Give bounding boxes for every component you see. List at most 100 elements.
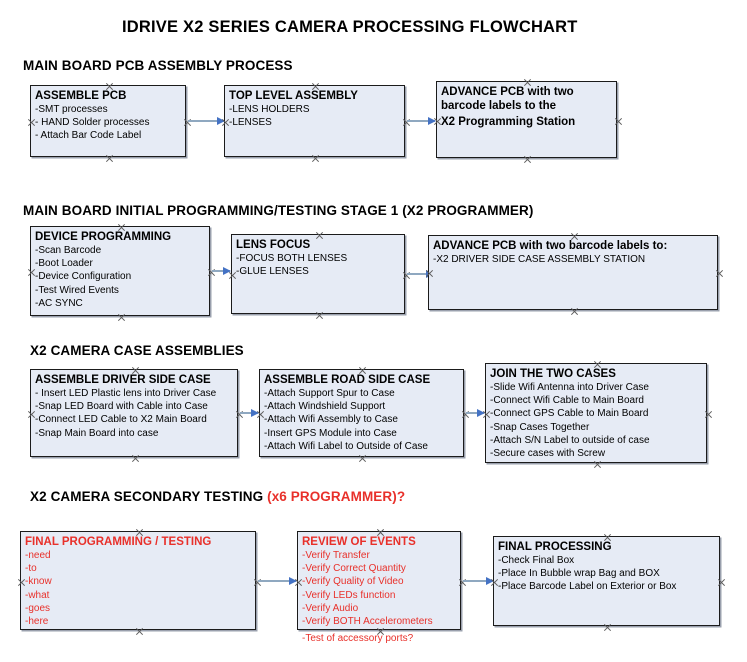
node-line: -Secure cases with Screw — [490, 448, 606, 460]
page-title: IDRIVE X2 SERIES CAMERA PROCESSING FLOWC… — [122, 18, 578, 36]
node-line: -FOCUS BOTH LENSES — [236, 253, 348, 264]
node-title: TOP LEVEL ASSEMBLY — [229, 90, 358, 102]
node-line: -Test Wired Events — [35, 284, 119, 296]
node-line: -Snap Main Board into case — [35, 427, 159, 439]
arrow-top-level-to-advance-pcb — [407, 116, 436, 125]
node-line: -Attach Wifi Label to Outside of Case — [264, 440, 428, 452]
node-line: -Connect LED Cable to X2 Main Board — [35, 414, 207, 426]
node-lens-focus[interactable]: LENS FOCUS -FOCUS BOTH LENSES -GLUE LENS… — [231, 234, 405, 314]
node-line: -Verify LEDs function — [302, 589, 396, 601]
connector-handle-bottom — [117, 313, 126, 322]
node-line: barcode labels to the — [441, 100, 557, 112]
arrow-head-icon — [223, 266, 231, 275]
section-heading-x2-camera-case-assemblies: X2 CAMERA CASE ASSEMBLIES — [30, 343, 244, 358]
section-heading-main-board-pcb-assembly: MAIN BOARD PCB ASSEMBLY PROCESS — [23, 58, 293, 73]
arrow-device-programming-to-lens-focus — [212, 266, 231, 275]
node-line: -need — [25, 550, 51, 561]
node-title: ASSEMBLE ROAD SIDE CASE — [264, 374, 431, 386]
connector-handle-bottom — [315, 311, 324, 320]
arrow-review-events-to-final-processing — [463, 576, 494, 585]
node-line: -know — [25, 576, 52, 588]
node-line: -Scan Barcode — [35, 245, 102, 256]
node-line: -Verify Audio — [302, 602, 359, 614]
node-line: -Boot Loader — [35, 258, 93, 270]
connector-handle-bottom — [358, 454, 367, 463]
node-line: -Snap LED Board with Cable into Case — [35, 401, 208, 413]
node-line: - Attach Bar Code Label — [35, 130, 142, 142]
node-final-programming-testing[interactable]: FINAL PROGRAMMING / TESTING -need -to -k… — [20, 531, 256, 630]
node-line: -Attach S/N Label to outside of case — [490, 434, 650, 446]
node-line: -Verify Correct Quantity — [302, 563, 406, 575]
connector-handle-bottom — [311, 154, 320, 163]
node-title: LENS FOCUS — [236, 239, 311, 251]
node-advance-pcb-to-programming-station[interactable]: ADVANCE PCB with two barcode labels to t… — [436, 81, 617, 158]
node-line: -Verify Transfer — [302, 550, 370, 561]
node-line: -Slide Wifi Antenna into Driver Case — [490, 382, 649, 393]
arrow-head-icon — [486, 576, 494, 585]
arrow-head-icon — [428, 116, 436, 125]
section-heading-main-board-initial-programming: MAIN BOARD INITIAL PROGRAMMING/TESTING S… — [23, 203, 534, 218]
node-line: -Place In Bubble wrap Bag and BOX — [498, 568, 660, 580]
node-line: -goes — [25, 602, 51, 614]
connector-handle-bottom — [593, 460, 602, 469]
node-line: -to — [25, 563, 37, 575]
node-final-processing[interactable]: FINAL PROCESSING -Check Final Box -Place… — [493, 536, 720, 626]
connector-handle-right — [715, 269, 724, 278]
node-title: FINAL PROCESSING — [498, 541, 612, 553]
arrow-head-icon — [251, 408, 259, 417]
arrow-head-icon — [217, 116, 225, 125]
node-line: -Attach Windshield Support — [264, 401, 386, 413]
node-title: REVIEW OF EVENTS — [302, 536, 416, 548]
node-line: - Insert LED Plastic lens into Driver Ca… — [35, 388, 217, 399]
node-line: -GLUE LENSES — [236, 266, 309, 278]
arrow-road-case-to-join-cases — [466, 408, 485, 417]
node-line: -SMT processes — [35, 104, 108, 115]
node-line: -Attach Wifi Assembly to Case — [264, 414, 398, 426]
node-title: JOIN THE TWO CASES — [490, 368, 616, 380]
node-line: -AC SYNC — [35, 297, 83, 309]
arrow-head-icon — [477, 408, 485, 417]
node-line: - HAND Solder processes — [35, 117, 150, 129]
node-title: FINAL PROGRAMMING / TESTING — [25, 536, 212, 548]
section-heading-text: X2 CAMERA SECONDARY TESTING — [30, 489, 268, 504]
node-title: ASSEMBLE PCB — [35, 90, 127, 102]
arrow-final-programming-to-review-events — [258, 576, 297, 585]
arrow-head-icon — [289, 576, 297, 585]
node-join-the-two-cases[interactable]: JOIN THE TWO CASES -Slide Wifi Antenna i… — [485, 363, 707, 463]
node-title: ADVANCE PCB with two — [441, 86, 574, 98]
node-line: -LENSES — [229, 117, 272, 129]
section-heading-accent: (x6 PROGRAMMER)? — [267, 489, 406, 504]
section-heading-x2-camera-secondary-testing: X2 CAMERA SECONDARY TESTING (x6 PROGRAMM… — [30, 489, 405, 504]
node-device-programming[interactable]: DEVICE PROGRAMMING -Scan Barcode -Boot L… — [30, 226, 210, 316]
node-line: -Insert GPS Module into Case — [264, 427, 397, 439]
node-line: -Check Final Box — [498, 555, 575, 566]
node-line: -Device Configuration — [35, 271, 132, 283]
node-line: -here — [25, 616, 49, 628]
node-title: ADVANCE PCB with two barcode labels to: — [433, 240, 668, 252]
node-overflow-line: -Test of accessory ports? — [302, 633, 414, 644]
node-line: -Verify BOTH Accelerometers — [302, 616, 433, 628]
node-line: -what — [25, 589, 50, 601]
connector-handle-bottom — [570, 307, 579, 316]
node-top-level-assembly[interactable]: TOP LEVEL ASSEMBLY -LENS HOLDERS -LENSES — [224, 85, 405, 157]
connector-handle-bottom — [523, 155, 532, 164]
node-title: DEVICE PROGRAMMING — [35, 231, 172, 243]
node-advance-pcb-driver-side-station[interactable]: ADVANCE PCB with two barcode labels to: … — [428, 235, 718, 310]
node-assemble-pcb[interactable]: ASSEMBLE PCB -SMT processes - HAND Solde… — [30, 85, 186, 157]
node-line: -Snap Cases Together — [490, 421, 590, 433]
node-assemble-road-side-case[interactable]: ASSEMBLE ROAD SIDE CASE -Attach Support … — [259, 369, 464, 457]
node-line: -Verify Quality of Video — [302, 576, 404, 588]
connector-handle-bottom — [603, 623, 612, 632]
node-review-of-events[interactable]: REVIEW OF EVENTS -Verify Transfer -Verif… — [297, 531, 461, 644]
node-line: X2 Programming Station — [441, 115, 576, 128]
node-line: -Place Barcode Label on Exterior or Box — [498, 581, 677, 593]
connector-handle-bottom — [131, 454, 140, 463]
node-assemble-driver-side-case[interactable]: ASSEMBLE DRIVER SIDE CASE - Insert LED P… — [30, 369, 238, 457]
node-line: -X2 DRIVER SIDE CASE ASSEMBLY STATION — [433, 254, 646, 265]
node-line: -Connect GPS Cable to Main Board — [490, 408, 649, 420]
node-title: ASSEMBLE DRIVER SIDE CASE — [35, 374, 211, 386]
connector-handle-bottom — [105, 154, 114, 163]
arrow-assemble-pcb-to-top-level — [188, 116, 225, 125]
node-line: -LENS HOLDERS — [229, 104, 310, 115]
